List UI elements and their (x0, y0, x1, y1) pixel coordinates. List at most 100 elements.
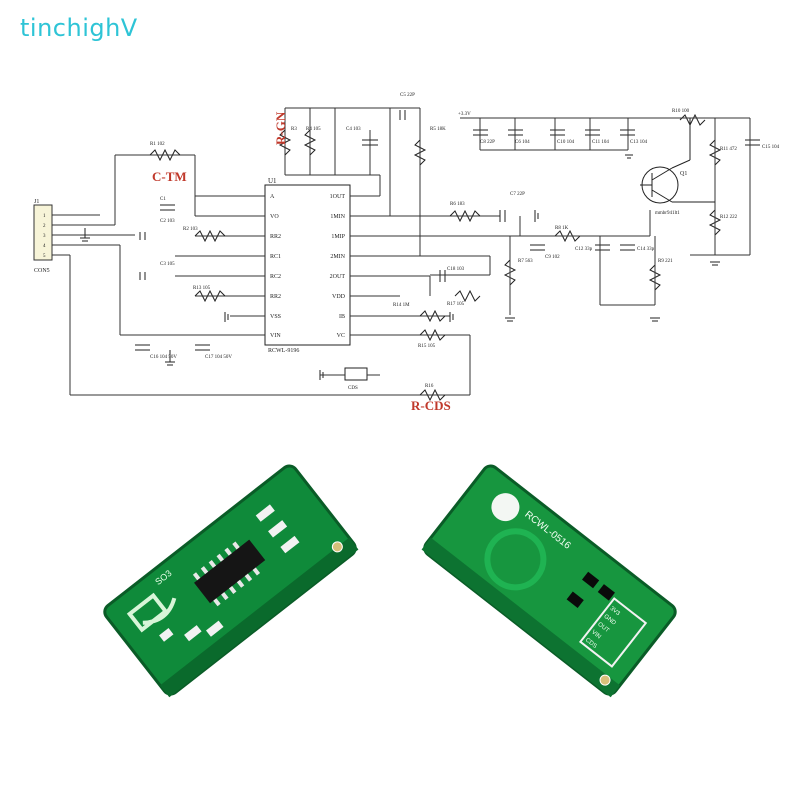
pin-right-vdd: VDD (332, 294, 346, 300)
pcb-pin-3v3: 3V3 (609, 606, 622, 618)
comp-c16: C16 104 50V (150, 355, 177, 360)
comp-c1: C1 (160, 197, 166, 202)
comp-c14: C14 33p (637, 247, 655, 252)
pin-right-1out: 1OUT (330, 194, 346, 200)
con-pin-2: 2 (43, 224, 46, 229)
comp-v33: +3.3V (458, 112, 471, 117)
ground-symbols (80, 154, 720, 380)
comp-r14: R14 1M (393, 303, 410, 308)
pin-right-ib: IB (339, 314, 345, 320)
pin-right-1mip: 1MIP (331, 234, 345, 240)
pcb-left-pad (331, 541, 343, 553)
comp-r10: R10 100 (672, 109, 690, 114)
pin-left-rr2: RR2 (270, 234, 281, 240)
ic-pin-labels-left: A VO RR2 RC1 RC2 RR2 VSS VIN (270, 194, 281, 339)
comp-r17: R17 105 (447, 302, 465, 307)
comp-c5: C5 22P (400, 93, 415, 98)
label-con5: CON5 (34, 268, 50, 274)
comp-c13: C13 104 (630, 140, 648, 145)
comp-r3: R3 (291, 127, 297, 132)
pin-right-2out: 2OUT (330, 274, 346, 280)
pin-right-2min: 2MIN (330, 254, 345, 260)
pcb-left-antenna (126, 592, 177, 633)
pcb-left-smd-parts (159, 504, 300, 642)
schematic (33, 107, 760, 402)
ic-right-pin-lines (350, 195, 520, 336)
con-pin-5: 5 (43, 254, 46, 259)
ic-pin-labels-right: 1OUT 1MIN 1MIP 2MIN 2OUT VDD IB VC (330, 194, 346, 339)
cds-photoresistor (344, 367, 368, 381)
comp-r6: R6 183 (450, 202, 465, 207)
pin-left-a: A (270, 194, 275, 200)
pcb-board-left: SO3 (103, 464, 359, 698)
comp-c10: C10 104 (557, 140, 575, 145)
ic-left-pin-lines (120, 195, 265, 336)
comp-r5: R5 18K (430, 127, 446, 132)
pcb-right-edge (421, 537, 620, 698)
comp-r8: R8 1K (555, 226, 569, 231)
con-pin-4: 4 (43, 244, 46, 249)
label-j1: J1 (34, 199, 39, 205)
comp-r13: R13 105 (193, 286, 211, 291)
comp-c9: C9 102 (545, 255, 560, 260)
con-pin-3: 3 (43, 234, 46, 239)
comp-c15: C15 104 (762, 145, 780, 150)
comp-r15: R15 105 (418, 344, 436, 349)
comp-r4: R4 105 (306, 127, 321, 132)
pcb-left-chip-pins (192, 541, 261, 607)
comp-r9: R9 221 (658, 259, 673, 264)
rf-oscillator-network (429, 117, 751, 395)
comp-r11: R11 472 (720, 147, 737, 152)
pcb-right-pad (599, 674, 611, 686)
pin-right-vc: VC (337, 333, 345, 339)
watermark: tinchighV (20, 14, 138, 42)
con-pin-1: 1 (43, 214, 46, 219)
pcb-pin-vin: VIN (590, 629, 602, 640)
comp-c11: C11 104 (592, 140, 609, 145)
pcb-right-antenna-ring (484, 528, 547, 591)
capacitors (135, 110, 760, 351)
pcb-board-right: 3V3 GND OUT VIN CDS RCWL-0516 (421, 464, 677, 698)
comp-r16: R16 (425, 384, 434, 389)
pin-left-vss: VSS (270, 314, 281, 320)
comp-c4: C4 103 (346, 127, 361, 132)
pin-left-rc1: RC1 (270, 254, 281, 260)
label-u1: U1 (268, 177, 277, 185)
label-r-gn: R-GN (273, 111, 288, 145)
label-q1: Q1 (680, 171, 687, 177)
pcb-right-logo (491, 493, 520, 522)
comp-c17: C17 104 50V (205, 355, 232, 360)
comp-c8: C8 22P (480, 140, 495, 145)
pcb-left-chip (194, 539, 266, 604)
comp-r1: R1 102 (150, 142, 165, 147)
top-rc-network (284, 107, 421, 256)
connector-wires (52, 154, 470, 396)
comp-cds: CDS (348, 386, 358, 391)
resistors (149, 113, 722, 402)
comp-r7: R7 563 (518, 259, 533, 264)
ic-rcwl-9196 (264, 184, 351, 346)
label-r-cds: R-CDS (411, 398, 451, 413)
pin-left-rr2b: RR2 (270, 294, 281, 300)
pin-left-rc2: RC2 (270, 274, 281, 280)
comp-c2: C2 103 (160, 219, 175, 224)
pcb-left-edge (160, 537, 359, 698)
pcb-right-body (423, 464, 677, 696)
connector-con5 (33, 204, 53, 261)
component-labels: R1 102 C1 C2 103 R2 103 C3 105 R13 105 R… (150, 93, 780, 391)
comp-c7: C7 22P (510, 192, 525, 197)
pin-right-1min: 1MIN (330, 214, 345, 220)
label-ic-part: RCWL-9196 (268, 348, 299, 354)
connector-pin-numbers: 1 2 3 4 5 (43, 214, 46, 259)
pcb-right-smd-parts (566, 571, 615, 608)
comp-c6: C6 104 (515, 140, 530, 145)
comp-c18: C18 103 (447, 267, 465, 272)
label-q1-part: mmbr941lt1 (655, 211, 680, 216)
pin-left-vo: VO (270, 214, 279, 220)
comp-r2: R2 103 (183, 227, 198, 232)
comp-c12: C12 33p (575, 247, 593, 252)
pin-left-vin: VIN (270, 333, 281, 339)
comp-c3: C3 105 (160, 262, 175, 267)
label-c-tm: C-TM (152, 169, 187, 184)
